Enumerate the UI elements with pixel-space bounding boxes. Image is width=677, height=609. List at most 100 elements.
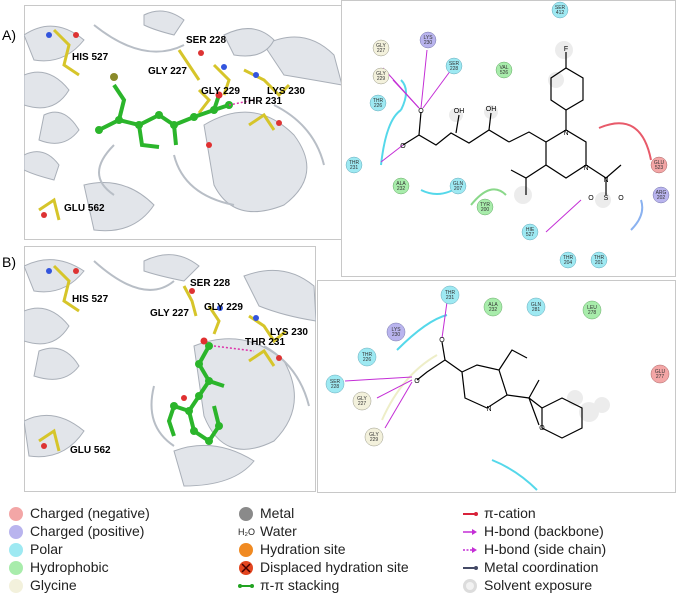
legend-item-hbond-backbone: H-bond (backbone) (462, 522, 604, 540)
svg-text:LEU: LEU (587, 305, 597, 311)
label-gly229: GLY 229 (201, 86, 240, 97)
atom-o-b2: O (414, 378, 420, 385)
svg-text:229: 229 (377, 76, 386, 82)
svg-text:226: 226 (374, 103, 383, 109)
positive-dot-icon (8, 524, 24, 540)
atom-o-2: O (400, 143, 406, 150)
label-his527: HIS 527 (72, 52, 109, 63)
svg-text:229: 229 (370, 437, 379, 443)
svg-text:412: 412 (556, 10, 565, 16)
svg-text:THR: THR (445, 290, 456, 296)
water-icon: H₂O (238, 527, 255, 538)
hbond-arrows-b (344, 301, 448, 429)
svg-text:TYR: TYR (480, 202, 490, 208)
solvent-exposure (449, 41, 611, 208)
panel-b-3d-view: HIS 527 SER 228 GLY 227 GLY 229 LYS 230 … (24, 246, 316, 492)
legend-item-negative: Charged (negative) (8, 504, 150, 522)
legend-item-metal-coord: Metal coordination (462, 558, 598, 576)
svg-text:LYS: LYS (391, 327, 401, 333)
atom-s: S (604, 195, 609, 202)
solvent-exposure-icon (462, 578, 478, 594)
svg-text:GLU: GLU (654, 160, 665, 166)
svg-text:GLN: GLN (531, 302, 542, 308)
polar-dot-icon (8, 542, 24, 558)
svg-text:228: 228 (450, 66, 459, 72)
svg-text:THR: THR (563, 255, 574, 261)
label-gly227: GLY 227 (148, 66, 187, 77)
label-glu562-b: GLU 562 (70, 445, 111, 456)
svg-text:277: 277 (656, 374, 665, 380)
label-gly227-b: GLY 227 (150, 308, 189, 319)
label-gly229-b: GLY 229 (204, 302, 243, 313)
legend-item-displaced: Displaced hydration site (238, 558, 409, 576)
atom-oh-2: OH (486, 106, 497, 113)
atom-oh-1: OH (454, 108, 465, 115)
svg-text:278: 278 (588, 310, 597, 316)
pi-cation-icon (462, 506, 478, 522)
svg-text:231: 231 (350, 165, 359, 171)
svg-text:228: 228 (331, 384, 340, 390)
metal-dot-icon (238, 506, 254, 522)
svg-text:GLY: GLY (357, 396, 367, 402)
svg-text:526: 526 (500, 70, 509, 76)
svg-text:ARG: ARG (656, 190, 667, 196)
label-lys230: LYS 230 (267, 86, 305, 97)
svg-text:204: 204 (564, 260, 573, 266)
svg-text:GLY: GLY (369, 432, 379, 438)
atom-f: F (564, 46, 568, 53)
label-his527-b: HIS 527 (72, 294, 109, 305)
legend-item-hydration: Hydration site (238, 540, 346, 558)
svg-text:GLY: GLY (376, 71, 386, 77)
svg-text:232: 232 (489, 307, 498, 313)
svg-text:230: 230 (392, 332, 401, 338)
svg-text:THR: THR (362, 352, 373, 358)
svg-text:GLU: GLU (655, 369, 666, 375)
svg-text:230: 230 (424, 40, 433, 46)
svg-text:SER: SER (330, 379, 341, 385)
label-glu562: GLU 562 (64, 203, 105, 214)
displaced-hydration-icon (238, 560, 254, 576)
negative-dot-icon (8, 506, 24, 522)
svg-text:231: 231 (446, 295, 455, 301)
legend-item-solvent: Solvent exposure (462, 576, 592, 594)
atom-o-b3: O (539, 425, 545, 432)
svg-text:227: 227 (377, 48, 386, 54)
hydration-site-icon (238, 542, 254, 558)
svg-text:THR: THR (373, 98, 384, 104)
atom-o-4: O (618, 195, 624, 202)
svg-text:THR: THR (349, 160, 360, 166)
svg-text:202: 202 (657, 195, 666, 201)
svg-text:SER: SER (449, 61, 460, 67)
panel-b-tag: B) (2, 254, 16, 270)
legend: Charged (negative) Charged (positive) Po… (0, 496, 677, 609)
ligand-b-skeleton (416, 341, 583, 439)
label-ser228-b: SER 228 (190, 278, 230, 289)
atom-o-3: O (588, 195, 594, 202)
panel-a-tag: A) (2, 27, 16, 43)
legend-item-positive: Charged (positive) (8, 522, 144, 540)
hbond-backbone-arrow-icon (462, 524, 478, 540)
legend-item-hbond-sidechain: H-bond (side chain) (462, 540, 606, 558)
svg-text:227: 227 (358, 401, 367, 407)
